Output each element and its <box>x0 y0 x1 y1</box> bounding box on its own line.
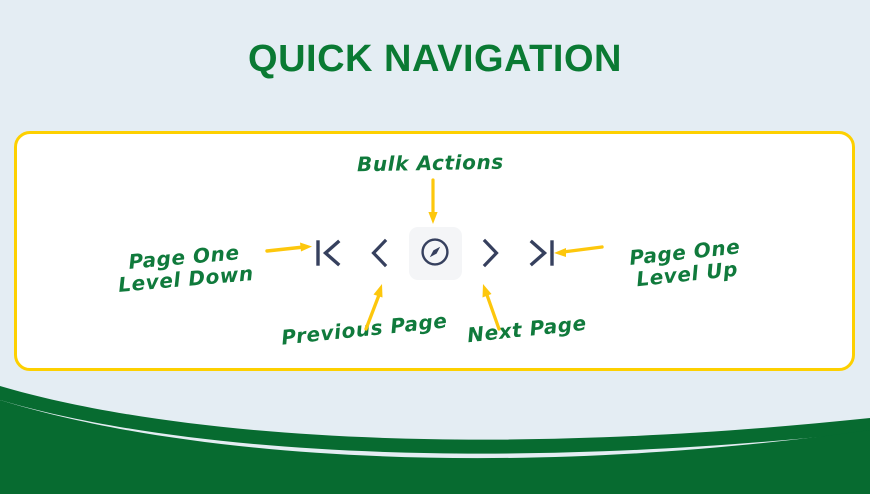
last-page-icon <box>527 236 557 270</box>
previous-page-button[interactable] <box>358 230 400 276</box>
chevron-right-icon <box>479 236 503 270</box>
bottom-wave-decoration <box>0 386 870 494</box>
pagination-toolbar <box>307 225 563 281</box>
compass-icon <box>420 237 450 270</box>
first-page-button[interactable] <box>307 230 349 276</box>
first-page-icon <box>313 236 343 270</box>
bulk-actions-button[interactable] <box>408 226 462 280</box>
next-page-button[interactable] <box>470 230 512 276</box>
page-title: QUICK NAVIGATION <box>248 38 622 80</box>
chevron-left-icon <box>367 236 391 270</box>
last-page-button[interactable] <box>521 230 563 276</box>
